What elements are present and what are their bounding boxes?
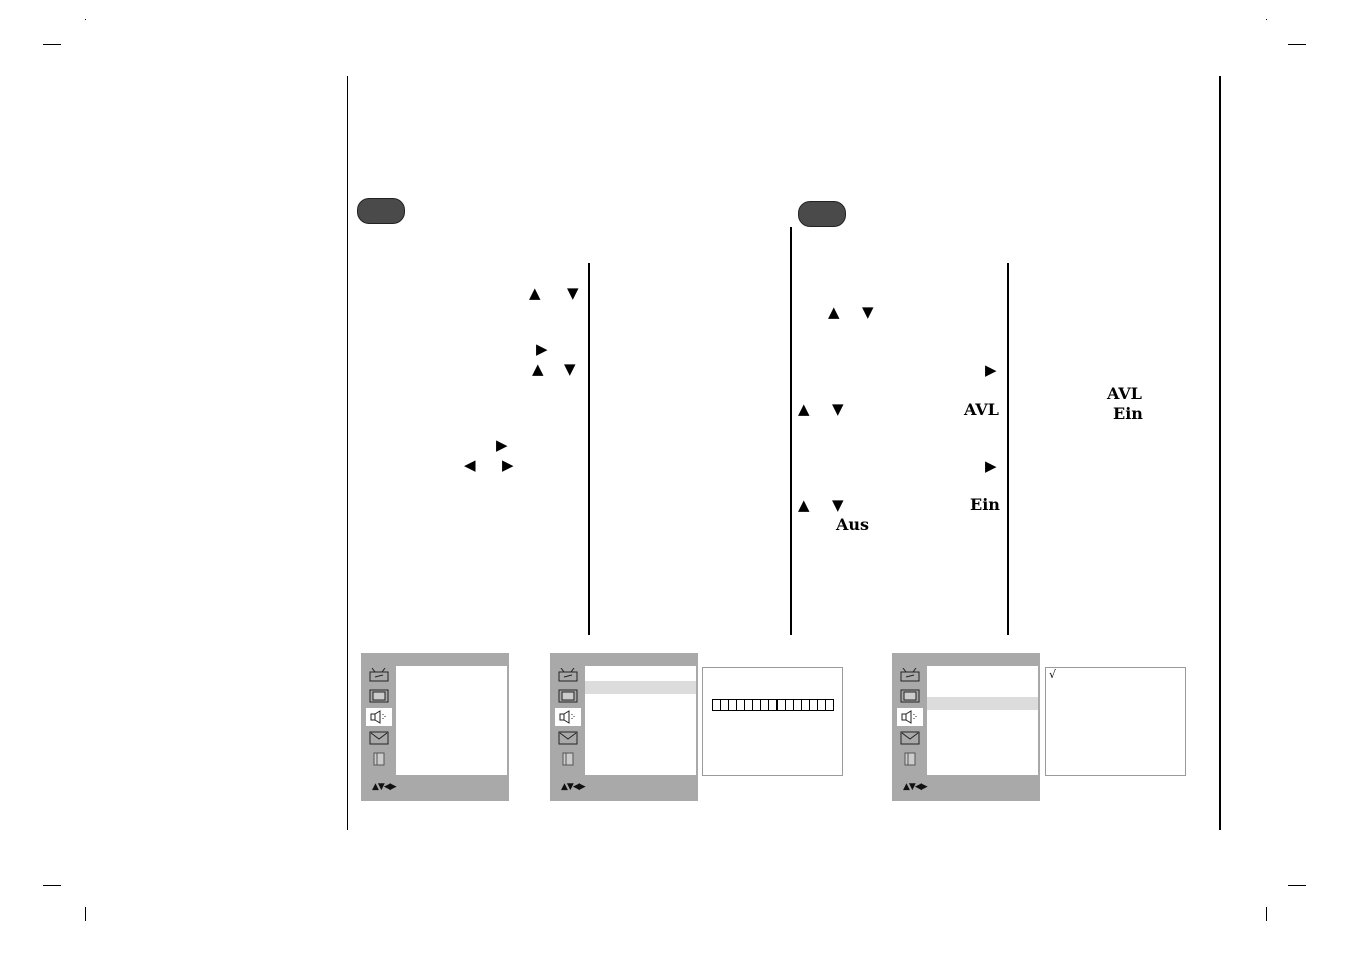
up-arrow-icon: ▲ xyxy=(798,496,810,514)
column-divider-center xyxy=(790,227,792,635)
osd-menu-3: ▲▼◀▶ xyxy=(892,653,1040,801)
tv-icon[interactable] xyxy=(897,666,923,684)
screen-icon[interactable] xyxy=(897,729,923,747)
osd-menu-1: ▲▼◀▶ xyxy=(361,653,509,801)
menu-content-pane xyxy=(927,666,1038,775)
option-panel: √ xyxy=(1045,667,1186,776)
crop-dot xyxy=(85,19,86,20)
down-arrow-icon: ▼ xyxy=(862,303,874,321)
menu-item-highlight[interactable] xyxy=(927,697,1038,710)
speaker-icon[interactable] xyxy=(897,708,923,726)
speaker-icon[interactable] xyxy=(555,708,581,726)
navigation-hint: ▲▼◀▶ xyxy=(561,782,586,792)
section-badge-left xyxy=(357,198,405,224)
keyword-avl: AVL xyxy=(964,400,999,419)
up-arrow-icon: ▲ xyxy=(529,284,541,302)
menu-icon-column xyxy=(895,666,925,771)
screen-icon[interactable] xyxy=(366,729,392,747)
right-arrow-icon: ▶ xyxy=(496,436,508,454)
picture-icon[interactable] xyxy=(366,687,392,705)
right-arrow-icon: ▶ xyxy=(536,340,548,358)
menu-item-highlight[interactable] xyxy=(585,681,696,694)
crop-mark xyxy=(1266,907,1267,921)
tv-icon[interactable] xyxy=(366,666,392,684)
left-arrow-icon: ◀ xyxy=(464,456,476,474)
special-icon[interactable] xyxy=(897,750,923,768)
speaker-icon[interactable] xyxy=(366,708,392,726)
volume-segment xyxy=(825,699,834,711)
crop-dot xyxy=(1266,19,1267,20)
volume-bar[interactable] xyxy=(712,699,834,711)
screen-icon[interactable] xyxy=(555,729,581,747)
menu-icon-column xyxy=(553,666,583,771)
navigation-hint: ▲▼◀▶ xyxy=(372,782,397,792)
right-arrow-icon: ▶ xyxy=(502,456,514,474)
menu-content-pane xyxy=(585,666,696,775)
menu-icon-column xyxy=(364,666,394,771)
down-arrow-icon: ▼ xyxy=(564,360,576,378)
navigation-hint: ▲▼◀▶ xyxy=(903,782,928,792)
crop-mark xyxy=(85,907,86,921)
up-arrow-icon: ▲ xyxy=(828,303,840,321)
up-arrow-icon: ▲ xyxy=(532,360,544,378)
special-icon[interactable] xyxy=(555,750,581,768)
section-badge-right xyxy=(798,201,846,227)
crop-mark xyxy=(1288,44,1306,45)
keyword-ein-note: Ein xyxy=(1113,404,1143,423)
picture-icon[interactable] xyxy=(897,687,923,705)
down-arrow-icon: ▼ xyxy=(832,400,844,418)
keyword-avl-note: AVL xyxy=(1107,384,1142,403)
crop-mark xyxy=(1288,885,1306,886)
volume-panel xyxy=(702,667,843,776)
down-arrow-icon: ▼ xyxy=(567,284,579,302)
crop-mark xyxy=(43,885,61,886)
osd-menu-2: ▲▼◀▶ xyxy=(550,653,698,801)
keyword-ein: Ein xyxy=(970,495,1000,514)
tv-icon[interactable] xyxy=(555,666,581,684)
special-icon[interactable] xyxy=(366,750,392,768)
page-border-right xyxy=(1219,76,1221,830)
crop-mark xyxy=(43,44,61,45)
down-arrow-icon: ▼ xyxy=(832,496,844,514)
menu-content-pane xyxy=(396,666,507,775)
keyword-aus: Aus xyxy=(836,515,870,534)
page-border-left xyxy=(347,76,348,830)
column-divider-1 xyxy=(588,263,590,635)
column-divider-3 xyxy=(1007,263,1009,635)
up-arrow-icon: ▲ xyxy=(798,400,810,418)
check-icon: √ xyxy=(1049,668,1057,681)
right-arrow-icon: ▶ xyxy=(985,457,997,475)
picture-icon[interactable] xyxy=(555,687,581,705)
right-arrow-icon: ▶ xyxy=(985,361,997,379)
